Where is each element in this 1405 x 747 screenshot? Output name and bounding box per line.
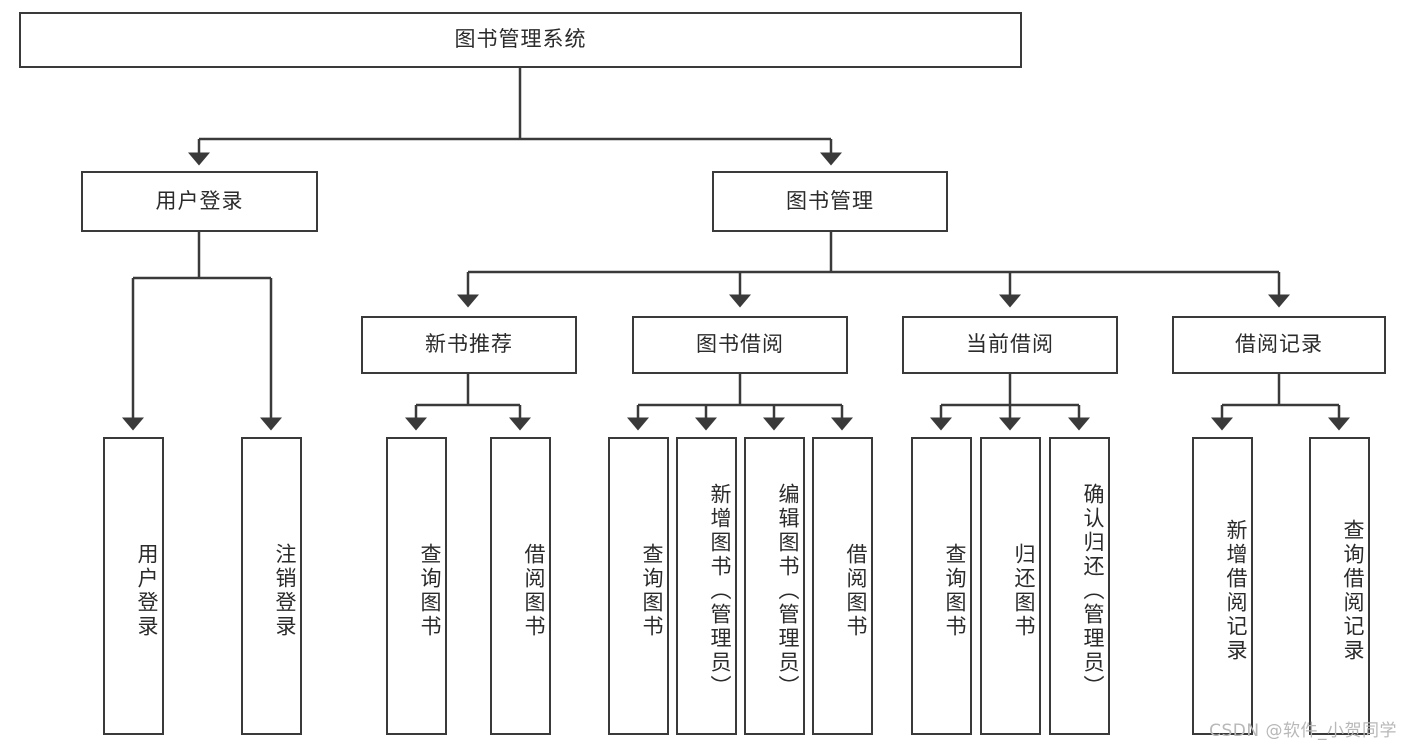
node-leaf-query-book-2[interactable]: 查询图书 [608,437,669,735]
node-label: 图书借阅 [696,332,784,357]
node-leaf-confirm-return[interactable]: 确认归还（管理员） [1049,437,1110,735]
node-label: 查询借阅记录 [1341,519,1365,663]
node-label: 用户登录 [135,543,159,639]
node-label: 编辑图书（管理员） [776,483,800,699]
node-leaf-query-record[interactable]: 查询借阅记录 [1309,437,1370,735]
node-label: 查询图书 [640,543,664,639]
node-current-borrow[interactable]: 当前借阅 [902,316,1118,374]
node-label: 当前借阅 [966,332,1054,357]
node-label: 新增借阅记录 [1224,519,1248,663]
node-user-login[interactable]: 用户登录 [81,171,318,232]
node-new-book-recommend[interactable]: 新书推荐 [361,316,577,374]
node-label: 确认归还（管理员） [1081,483,1105,699]
node-label: 用户登录 [155,188,244,213]
node-label: 图书管理系统 [454,27,587,52]
node-leaf-query-book-1[interactable]: 查询图书 [386,437,447,735]
node-label: 注销登录 [273,543,297,639]
node-leaf-query-book-3[interactable]: 查询图书 [911,437,972,735]
watermark-csdn: CSDN @软件_小贺同学 [1209,721,1397,741]
node-label: 图书管理 [786,188,874,213]
node-label: 查询图书 [418,543,442,639]
node-leaf-borrow-book-2[interactable]: 借阅图书 [812,437,873,735]
node-label: 借阅图书 [522,543,546,639]
node-label: 查询图书 [943,543,967,639]
node-label: 新增图书（管理员） [708,483,732,699]
node-label: 新书推荐 [425,332,513,357]
node-leaf-return-book[interactable]: 归还图书 [980,437,1041,735]
node-leaf-user-login[interactable]: 用户登录 [103,437,164,735]
node-book-manage[interactable]: 图书管理 [712,171,948,232]
node-borrow-record[interactable]: 借阅记录 [1172,316,1386,374]
node-leaf-edit-book[interactable]: 编辑图书（管理员） [744,437,805,735]
node-leaf-user-logout[interactable]: 注销登录 [241,437,302,735]
node-leaf-add-record[interactable]: 新增借阅记录 [1192,437,1253,735]
node-label: 借阅图书 [844,543,868,639]
node-label: 借阅记录 [1235,332,1323,357]
node-leaf-borrow-book-1[interactable]: 借阅图书 [490,437,551,735]
node-label: 归还图书 [1012,543,1036,639]
node-book-borrow[interactable]: 图书借阅 [632,316,848,374]
node-leaf-add-book[interactable]: 新增图书（管理员） [676,437,737,735]
node-root-system[interactable]: 图书管理系统 [19,12,1022,68]
